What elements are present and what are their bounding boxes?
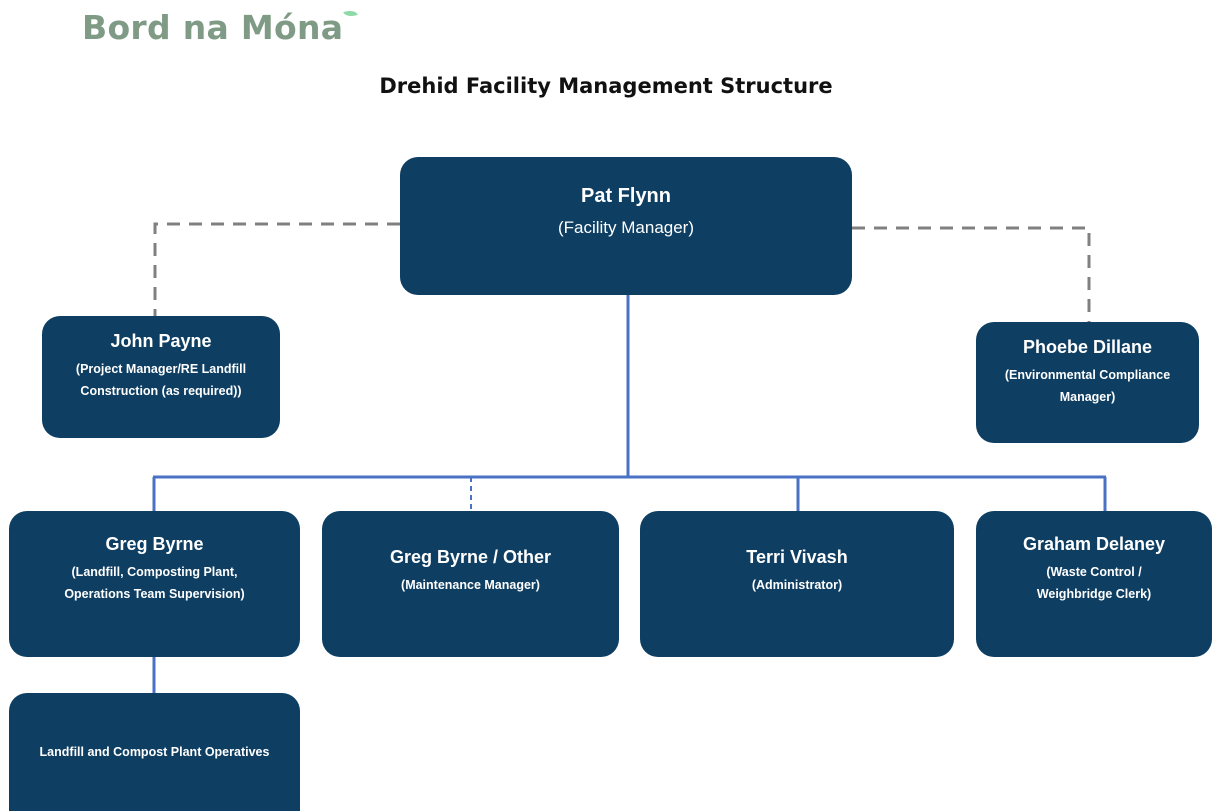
- node-maintenance-manager: Greg Byrne / Other (Maintenance Manager): [322, 511, 619, 657]
- node-name: Pat Flynn: [580, 185, 671, 207]
- node-facility-manager: Pat Flynn (Facility Manager): [400, 157, 852, 295]
- node-role: (Waste Control / Weighbridge Clerk): [1036, 565, 1152, 601]
- node-role: Landfill and Compost Plant Operatives: [39, 745, 270, 759]
- node-administrator: Terri Vivash (Administrator): [640, 511, 954, 657]
- node-name: Greg Byrne / Other: [389, 547, 552, 567]
- node-role: (Facility Manager): [557, 218, 695, 237]
- node-compliance-manager: Phoebe Dillane (Environmental Compliance…: [976, 322, 1199, 443]
- logo-text: Bord na Móna: [82, 8, 344, 47]
- node-waste-control: Graham Delaney (Waste Control / Weighbri…: [976, 511, 1212, 657]
- dashed-connector-right: [852, 226, 1091, 322]
- node-role: (Maintenance Manager): [401, 578, 540, 592]
- node-name: Graham Delaney: [1022, 534, 1166, 554]
- company-logo: Bord na Móna: [82, 8, 358, 47]
- node-supervisor: Greg Byrne (Landfill, Composting Plant, …: [9, 511, 300, 657]
- node-name: Phoebe Dillane: [1022, 337, 1153, 357]
- node-role: (Environmental Compliance Manager): [1004, 368, 1171, 404]
- dashed-connector-left: [153, 222, 400, 316]
- node-project-manager: John Payne (Project Manager/RE Landfill …: [42, 316, 280, 438]
- node-role: (Project Manager/RE Landfill Constructio…: [75, 362, 247, 398]
- node-name: Terri Vivash: [746, 547, 848, 567]
- node-name: John Payne: [110, 331, 212, 351]
- node-role: (Landfill, Composting Plant, Operations …: [64, 565, 245, 601]
- page-title: Drehid Facility Management Structure: [379, 74, 833, 98]
- node-name: Greg Byrne: [105, 534, 204, 554]
- node-operatives: Landfill and Compost Plant Operatives: [9, 693, 300, 811]
- node-role: (Administrator): [751, 578, 843, 592]
